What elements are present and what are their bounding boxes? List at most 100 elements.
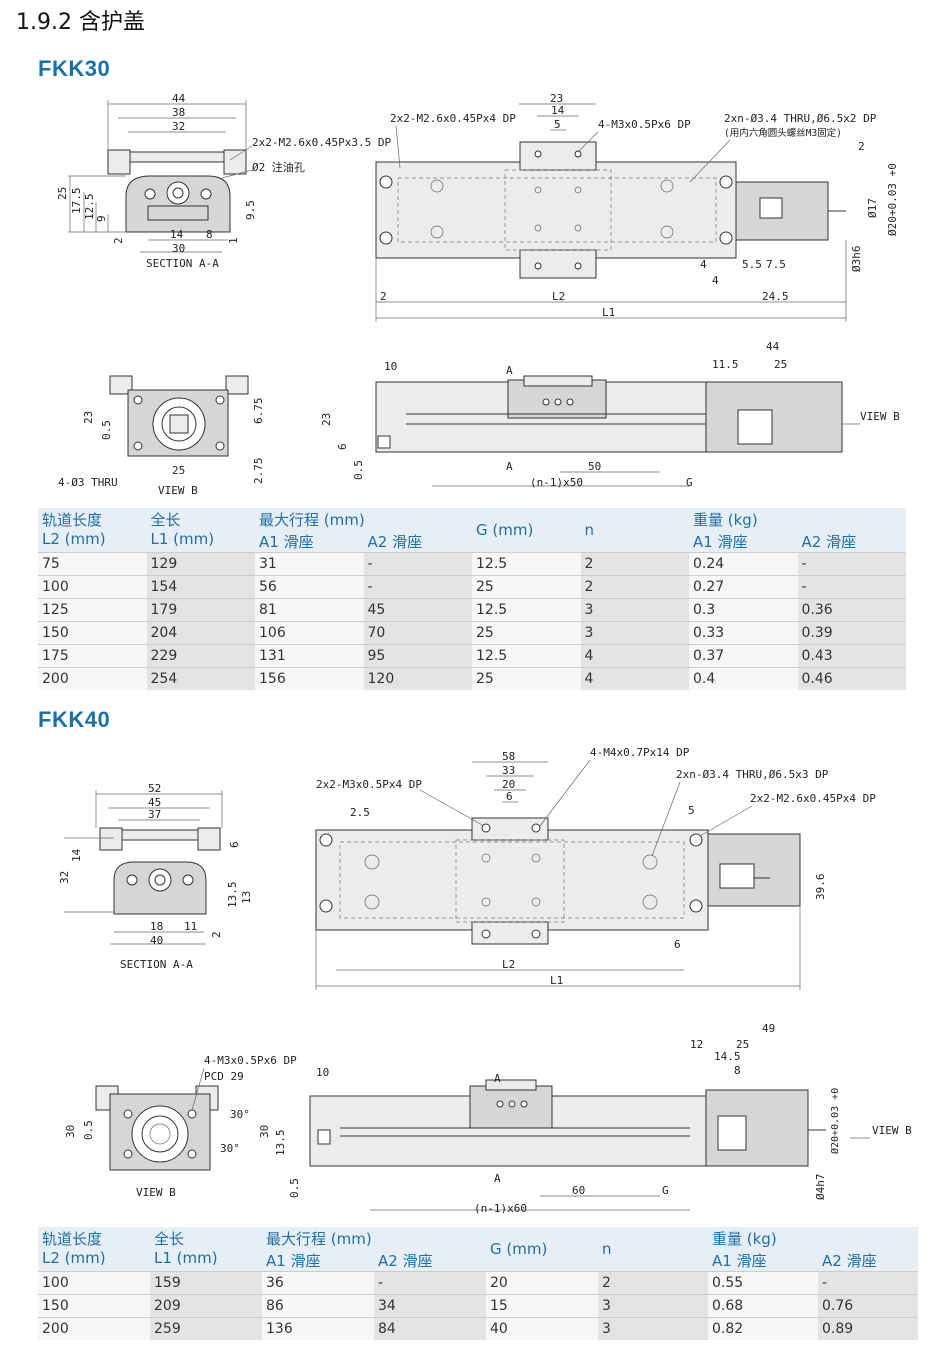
- fkk40-end-view: 4-M3x0.5Px6 DP PCD 29 30° 30° 30 0.5 VIE…: [64, 1054, 297, 1199]
- callout-label: (用内六角圆头螺丝M3固定): [724, 127, 842, 139]
- dim-label: 30: [172, 242, 185, 255]
- table-cell: 25: [472, 575, 581, 599]
- table-cell: 3: [580, 621, 689, 645]
- dim-label: 4: [700, 258, 707, 271]
- table-cell: 229: [146, 644, 255, 668]
- col-header-a1: A1 滑座: [255, 530, 364, 553]
- table-cell: 36: [262, 1271, 374, 1295]
- section-marker: A: [506, 460, 513, 473]
- table-cell: 254: [146, 667, 255, 690]
- dim-label: L1: [602, 306, 615, 319]
- dim-label: 2.75: [252, 458, 265, 485]
- table-cell: 81: [255, 598, 364, 622]
- table-cell: 70: [363, 621, 472, 645]
- dim-label: 14: [170, 228, 184, 241]
- table-cell: 0.76: [818, 1294, 918, 1318]
- col-header-length: 全长 L1 (mm): [150, 1227, 262, 1272]
- fkk30-top-view: 23 14 5 2x2-M2.6x0.45Px4 DP 4-M3x0.5Px6 …: [375, 92, 899, 322]
- callout-label: 4-M3x0.5Px6 DP: [598, 118, 691, 131]
- table-cell: 0.55: [708, 1271, 818, 1295]
- dim-label: 0.5: [288, 1178, 301, 1198]
- dim-label: 12: [690, 1038, 703, 1051]
- col-header-stroke: 最大行程 (mm): [262, 1227, 486, 1249]
- table-cell: 84: [374, 1317, 486, 1340]
- view-caption: VIEW B: [158, 484, 198, 497]
- dim-label: L1: [550, 974, 563, 987]
- dim-label: 58: [502, 750, 515, 763]
- dim-label: G: [686, 476, 693, 489]
- callout-label: 2x2-M2.6x0.45Px4 DP: [750, 792, 876, 805]
- table-cell: 136: [262, 1317, 374, 1340]
- table-cell: 0.27: [689, 575, 798, 599]
- section-marker: A: [506, 364, 513, 377]
- col-header-weight-a2: A2 滑座: [797, 530, 906, 553]
- table-cell: 0.82: [708, 1317, 818, 1340]
- dim-label: 8: [206, 228, 213, 241]
- dim-label: 25: [56, 187, 69, 200]
- table-cell: 12.5: [472, 644, 581, 668]
- dim-label: 24.5: [762, 290, 789, 303]
- dim-label: 20: [502, 778, 515, 791]
- table-cell: 179: [146, 598, 255, 622]
- view-marker: VIEW B: [872, 1124, 912, 1137]
- dim-label: 5.5: [742, 258, 762, 271]
- table-cell: 25: [472, 667, 581, 690]
- callout-label: 4-M4x0.7Px14 DP: [590, 746, 690, 759]
- dim-label: 30: [64, 1125, 77, 1138]
- callout-label: PCD 29: [204, 1070, 244, 1083]
- dim-label: Ø20+0.03 +0: [886, 163, 899, 236]
- table-cell: -: [363, 552, 472, 576]
- dim-label: 2: [380, 290, 387, 303]
- col-header-g: G (mm): [472, 508, 581, 553]
- table-cell: 259: [150, 1317, 262, 1340]
- fkk30-spec-table: 轨道长度 L2 (mm) 全长 L1 (mm) 最大行程 (mm) G (mm)…: [38, 508, 906, 690]
- dim-label: 23: [82, 411, 95, 424]
- table-cell: 0.46: [797, 667, 906, 690]
- table-cell: 0.33: [689, 621, 798, 645]
- dim-label: 14: [551, 104, 565, 117]
- callout-label: 2xn-Ø3.4 THRU,Ø6.5x2 DP: [724, 112, 877, 125]
- dim-label: 17.5: [70, 188, 83, 215]
- table-cell: 0.39: [797, 621, 906, 645]
- dim-label: 0.5: [82, 1120, 95, 1140]
- model-title-fkk30: FKK30: [38, 56, 111, 81]
- callout-label: 2x2-M2.6x0.45Px3.5 DP: [252, 136, 391, 149]
- dim-label: 5: [554, 118, 561, 131]
- fkk40-section-view: 52 45 37 32 14 6 13.5 13 2 18 11 40 SECT…: [58, 782, 253, 971]
- col-header-g: G (mm): [486, 1227, 598, 1272]
- col-header-n: n: [580, 508, 689, 553]
- table-cell: 40: [486, 1317, 598, 1340]
- fkk40-spec-table: 轨道长度 L2 (mm) 全长 L1 (mm) 最大行程 (mm) G (mm)…: [38, 1227, 918, 1340]
- dim-label: 1: [227, 237, 240, 244]
- dim-label: 13.5: [226, 882, 239, 909]
- col-header-a2: A2 滑座: [374, 1249, 486, 1272]
- fkk30-section-view: 44 38 32 25 17.5 12.5 9 9.5 2 1 14 8 30 …: [56, 92, 391, 270]
- table-cell: 125: [38, 598, 147, 622]
- table-cell: 12.5: [472, 598, 581, 622]
- dim-label: 12.5: [83, 194, 96, 221]
- table-cell: 3: [598, 1294, 708, 1318]
- col-header-a1: A1 滑座: [262, 1249, 374, 1272]
- table-cell: -: [797, 552, 906, 576]
- dim-label: 5: [688, 804, 695, 817]
- table-cell: 3: [580, 598, 689, 622]
- callout-label: 4-M3x0.5Px6 DP: [204, 1054, 297, 1067]
- dim-label: 6: [506, 790, 513, 803]
- dim-label: 6: [228, 841, 241, 848]
- dim-label: 52: [148, 782, 161, 795]
- dim-label: 45: [148, 796, 161, 809]
- dim-label: 23: [550, 92, 563, 105]
- callout-label: 2xn-Ø3.4 THRU,Ø6.5x3 DP: [676, 768, 829, 781]
- callout-label: 2x2-M3x0.5Px4 DP: [316, 778, 422, 791]
- dim-label: 25: [774, 358, 787, 371]
- table-cell: 150: [38, 1294, 150, 1318]
- table-cell: 0.36: [797, 598, 906, 622]
- table-cell: 2: [580, 575, 689, 599]
- view-caption: SECTION A-A: [120, 958, 193, 971]
- fkk30-side-view: 10 A A 44 11.5 25 VIEW B 23 6 0.5 50 (n-…: [320, 340, 900, 489]
- dim-label: 9.5: [244, 200, 257, 220]
